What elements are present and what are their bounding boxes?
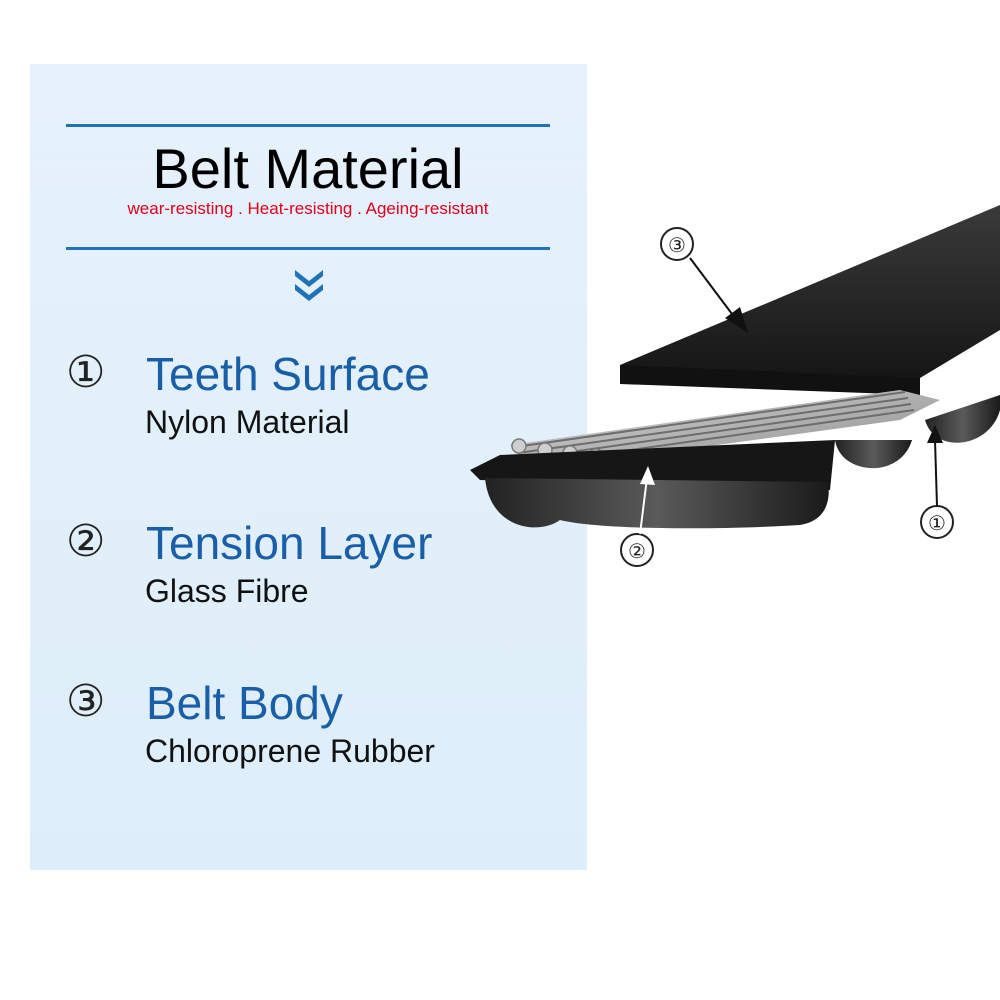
item-number: ② (66, 516, 106, 567)
callout-arrow-2 (640, 466, 655, 485)
callout-label-1: ① (928, 511, 946, 535)
item-subtitle: Nylon Material (145, 404, 350, 440)
item-number: ③ (66, 676, 106, 727)
callout-leader-2 (639, 477, 648, 535)
callout-arrow-1 (927, 425, 943, 443)
belt-tooth (925, 395, 1000, 443)
belt-tooth (485, 478, 829, 529)
item-subtitle: Chloroprene Rubber (145, 733, 435, 769)
callout-label-2: ② (628, 539, 646, 563)
top-divider (66, 124, 550, 127)
callout-circle-2 (620, 533, 654, 567)
callout-arrow-3 (725, 307, 748, 333)
callout-leader-1 (934, 439, 938, 507)
item-subtitle: Glass Fibre (145, 573, 309, 609)
belt-body-side (620, 365, 920, 395)
callout-leader-3 (689, 257, 736, 319)
item-title: Teeth Surface (146, 348, 430, 400)
page-title: Belt Material (152, 137, 464, 200)
item-title: Belt Body (146, 677, 343, 729)
callout-label-3: ③ (668, 233, 686, 257)
double-chevron-down-icon (295, 270, 323, 301)
callout-circle-3 (660, 227, 694, 261)
belt-tooth (835, 440, 912, 469)
page-subtitle: wear-resisting . Heat-resisting . Ageing… (127, 199, 489, 218)
teeth-surface-layer (470, 440, 835, 490)
item-title: Tension Layer (146, 517, 433, 569)
bottom-divider (66, 247, 550, 250)
item-number: ① (66, 347, 106, 398)
belt-body-layer (620, 205, 1000, 380)
